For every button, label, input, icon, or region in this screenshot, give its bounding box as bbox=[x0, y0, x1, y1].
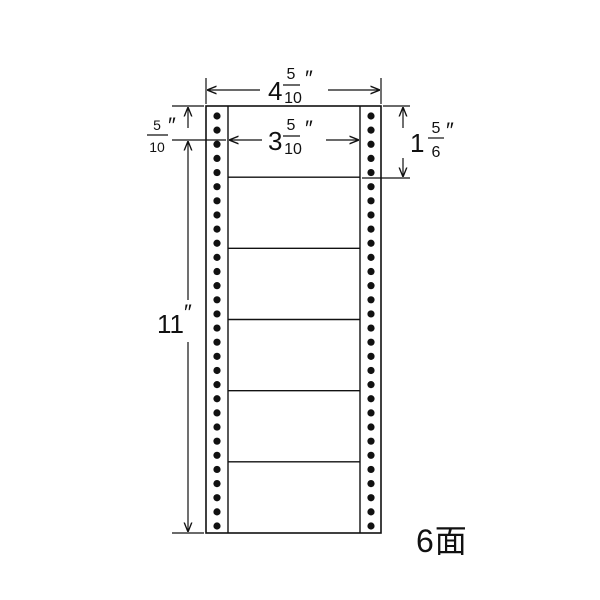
right-feed-hole bbox=[367, 154, 375, 163]
right-feed-hole bbox=[367, 381, 375, 389]
right-feed-hole bbox=[367, 183, 375, 191]
left-feed-hole bbox=[213, 253, 221, 261]
left-feed-hole bbox=[213, 324, 221, 332]
left-feed-hole bbox=[213, 296, 221, 304]
label-width-unit: ″ bbox=[305, 116, 313, 141]
right-feed-hole bbox=[367, 282, 375, 290]
left-feed-hole bbox=[213, 168, 221, 177]
top-margin-unit: ″ bbox=[168, 113, 176, 138]
overall-width-numerator: 5 bbox=[287, 66, 296, 83]
left-feed-hole bbox=[213, 239, 221, 247]
right-feed-hole bbox=[367, 324, 375, 332]
sheet-outline bbox=[205, 105, 382, 534]
right-feed-hole bbox=[367, 395, 375, 403]
top-margin-numerator: 5 bbox=[153, 117, 161, 133]
left-feed-hole bbox=[213, 267, 221, 276]
label-count: 6面 bbox=[416, 523, 468, 559]
label-dividers bbox=[228, 176, 360, 463]
label-height-whole: 1 bbox=[410, 128, 424, 158]
right-feed-hole bbox=[367, 253, 375, 261]
label-height-numerator: 5 bbox=[432, 120, 441, 137]
right-feed-hole bbox=[367, 451, 375, 459]
label-height-unit: ″ bbox=[446, 118, 454, 143]
left-feed-hole bbox=[213, 437, 221, 445]
right-feed-hole bbox=[367, 494, 375, 502]
right-feed-hole bbox=[367, 296, 375, 304]
right-feed-hole bbox=[367, 352, 375, 360]
right-feed-hole bbox=[367, 409, 375, 417]
left-feed-hole bbox=[213, 183, 221, 191]
right-feed-hole bbox=[367, 437, 375, 445]
left-feed-hole bbox=[213, 409, 221, 417]
left-feed-holes bbox=[213, 112, 221, 530]
left-feed-hole bbox=[213, 423, 221, 431]
label-height-denominator: 6 bbox=[432, 144, 441, 161]
left-feed-hole bbox=[213, 154, 221, 163]
right-feed-hole bbox=[367, 310, 375, 318]
left-feed-hole bbox=[213, 366, 221, 375]
left-feed-hole bbox=[213, 381, 221, 389]
right-feed-hole bbox=[367, 225, 375, 233]
left-feed-hole bbox=[213, 352, 221, 360]
overall-width-unit: ″ bbox=[305, 66, 313, 91]
left-feed-hole bbox=[213, 197, 221, 205]
right-feed-hole bbox=[367, 423, 375, 431]
left-feed-hole bbox=[213, 225, 221, 233]
right-feed-hole bbox=[367, 522, 375, 530]
left-feed-hole bbox=[213, 494, 221, 502]
right-feed-hole bbox=[367, 126, 375, 134]
label-width-numerator: 5 bbox=[287, 117, 296, 134]
left-feed-hole bbox=[213, 508, 221, 516]
overall-height-unit: ″ bbox=[184, 300, 192, 325]
label-width-denominator: 10 bbox=[284, 141, 302, 158]
overall-height-value: 11 bbox=[157, 309, 184, 339]
left-feed-hole bbox=[213, 479, 221, 488]
right-feed-hole bbox=[367, 140, 375, 148]
right-feed-hole bbox=[367, 239, 375, 247]
right-feed-hole bbox=[367, 338, 375, 346]
overall-width-whole: 4 bbox=[268, 76, 282, 106]
left-feed-hole bbox=[213, 338, 221, 346]
label-width-whole: 3 bbox=[268, 126, 282, 156]
right-feed-hole bbox=[367, 112, 375, 120]
right-feed-holes bbox=[367, 112, 375, 530]
left-feed-hole bbox=[213, 310, 221, 318]
left-feed-hole bbox=[213, 522, 221, 530]
right-feed-hole bbox=[367, 267, 375, 276]
left-feed-hole bbox=[213, 140, 221, 148]
left-feed-hole bbox=[213, 211, 221, 219]
left-feed-hole bbox=[213, 112, 221, 120]
right-feed-hole bbox=[367, 508, 375, 516]
right-feed-hole bbox=[367, 366, 375, 375]
right-feed-hole bbox=[367, 479, 375, 488]
right-feed-hole bbox=[367, 211, 375, 219]
overall-width-denominator: 10 bbox=[284, 90, 302, 107]
left-feed-hole bbox=[213, 282, 221, 290]
right-feed-hole bbox=[367, 168, 375, 177]
right-feed-hole bbox=[367, 465, 375, 474]
left-feed-hole bbox=[213, 395, 221, 403]
left-feed-hole bbox=[213, 126, 221, 134]
top-margin-denominator: 10 bbox=[149, 139, 165, 155]
right-feed-hole bbox=[367, 197, 375, 205]
left-feed-hole bbox=[213, 451, 221, 459]
left-feed-hole bbox=[213, 465, 221, 474]
